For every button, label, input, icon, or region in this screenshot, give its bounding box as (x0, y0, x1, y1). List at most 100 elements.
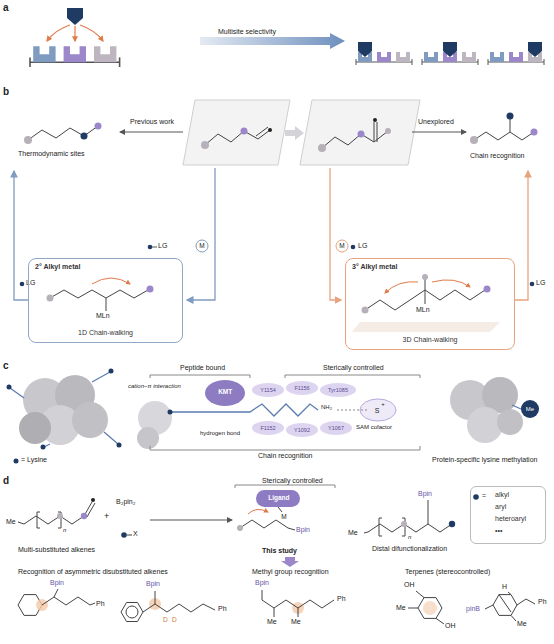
group-label: Bpin (50, 579, 64, 587)
drawing-part (148, 245, 153, 250)
process-box: 2° Alkyl metal1D Chain-walking (28, 258, 183, 343)
group-label: Ph (538, 598, 547, 606)
arrow-label: Multisite selectivity (218, 28, 276, 36)
methyl-label: Me (526, 406, 534, 413)
reagent-label: B₂pin₂ (116, 498, 135, 506)
node-title: = (482, 492, 486, 500)
drawing-part (412, 132, 466, 133)
drawing-part (240, 520, 288, 528)
drawing-part (74, 26, 75, 41)
metal-label: MLn (416, 306, 430, 314)
drawing-part (530, 282, 535, 287)
drawing-part (183, 100, 290, 165)
metal-label: M (199, 242, 204, 249)
caption-label: Distal difunctionalization (372, 545, 447, 553)
legend-label: = Lysine (21, 456, 47, 464)
drawing-part (416, 591, 424, 598)
drawing-part (92, 372, 110, 382)
drawing-part (330, 168, 341, 300)
group-label: LG (158, 242, 167, 250)
node-text: 1D Chain-walking (78, 329, 133, 337)
drawing-part (423, 601, 437, 615)
drawing-part (385, 128, 391, 134)
drawing-part (54, 589, 58, 597)
drawing-part (200, 33, 345, 49)
drawing-part (205, 131, 258, 145)
group-label: LG (358, 242, 367, 250)
drawing-part (7, 385, 12, 390)
drawing-part (252, 421, 284, 435)
drawing-part (422, 274, 428, 280)
residue-label: Y1154 (260, 387, 276, 393)
drawing-part (241, 128, 248, 135)
note-label: hydrogen bond (200, 430, 240, 437)
drawing-part (425, 290, 426, 304)
metal-label: M (281, 513, 286, 520)
group-label: Ph (337, 595, 346, 603)
section-label: Terpenes (stereocontrolled) (405, 568, 490, 576)
drawing-part (362, 307, 369, 314)
drawing-part (497, 409, 523, 435)
residue-label: Tyr1085 (328, 387, 348, 393)
enzyme-blob: KMT (205, 380, 245, 406)
group-label: Ph (96, 600, 105, 608)
drawing-part (137, 427, 159, 449)
drawing-part (322, 131, 388, 148)
drawing-part (152, 247, 157, 248)
drawing-part (95, 123, 102, 130)
drawing-part (252, 383, 284, 397)
bracket-label: Sterically controlled (323, 364, 384, 372)
group-label: Me (6, 518, 16, 526)
drawing-part (531, 129, 538, 136)
drawing-part (493, 595, 517, 616)
drawing-part (106, 298, 107, 311)
drawing-part (352, 322, 500, 332)
bracket-label: Chain recognition (258, 452, 312, 460)
drawing-part (512, 405, 521, 409)
node-text: alkyl (495, 491, 509, 499)
node-title: 3° Alkyl metal (352, 263, 397, 271)
arrow-label: Previous work (130, 118, 174, 126)
drawing-part (24, 502, 92, 524)
drawing-part (147, 286, 154, 293)
repeat-label: n (408, 534, 411, 541)
drawing-part (358, 42, 372, 57)
caption-label: This study (262, 547, 297, 555)
drawing-part (170, 404, 318, 416)
drawing-part (511, 615, 516, 621)
drawing-part (30, 46, 120, 67)
drawing-part (474, 132, 534, 140)
group-label: Ph (218, 605, 227, 613)
drawing-part (50, 290, 148, 298)
residue-label: Y1067 (328, 425, 344, 431)
drawing-part (358, 131, 365, 138)
drawing-part (262, 590, 263, 600)
drawing-part (150, 520, 232, 521)
drawing-part (401, 521, 407, 527)
drawing-part (143, 604, 215, 612)
group-label: H (502, 583, 507, 591)
plus-sign: + (104, 511, 109, 521)
drawing-part (121, 532, 127, 538)
drawing-part (81, 133, 88, 140)
drawing-part (155, 591, 156, 604)
drawing-part (485, 605, 493, 609)
drawing-part (109, 369, 114, 374)
drawing-part (436, 618, 444, 624)
drawing-part (286, 381, 318, 395)
note-label: cation−π interaction (128, 383, 181, 390)
legend-box: =alkylarylheteroaryl••• (470, 486, 546, 544)
caption-label: Chain recognition (470, 152, 524, 160)
drawing-part (81, 513, 87, 519)
drawing-part (235, 485, 335, 488)
drawing-part (41, 445, 46, 450)
group-label: Me (267, 618, 277, 626)
drawing-part (408, 608, 418, 609)
node-text: aryl (495, 503, 506, 511)
drawing-part (72, 402, 108, 438)
drawing-part (298, 608, 299, 617)
drawing-part (300, 100, 420, 165)
drawing-part (10, 388, 24, 398)
drawing-part (30, 46, 120, 67)
drawing-part (281, 557, 299, 567)
